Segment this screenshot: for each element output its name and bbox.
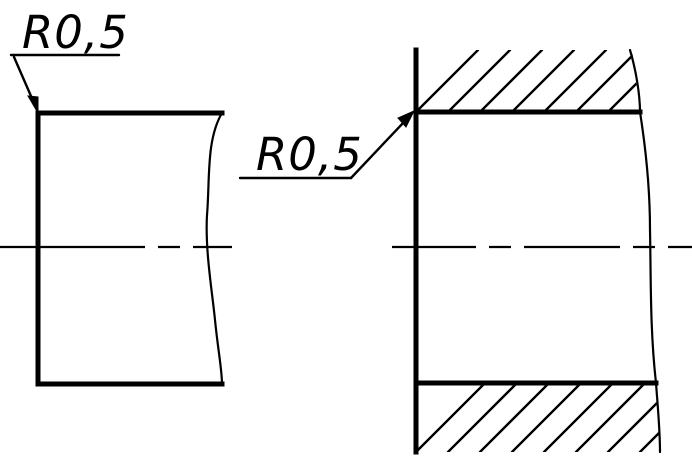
- right-radius-label: R0,5: [256, 128, 363, 181]
- left-radius-label: R0,5: [22, 6, 129, 59]
- left-leader-arrowhead: [27, 95, 39, 115]
- right-part-break-line: [628, 48, 662, 454]
- right-radius-callout: R0,5: [238, 109, 416, 181]
- right-leader-line: [349, 120, 406, 180]
- right-leader-arrowhead: [397, 109, 416, 128]
- right-part-hatch-bottom: [416, 383, 660, 452]
- left-part-outline: [35, 110, 225, 387]
- left-radius-callout: R0,5: [9, 6, 129, 115]
- left-part: [35, 110, 225, 387]
- left-part-break-line: [205, 111, 224, 386]
- right-part: [413, 47, 662, 455]
- left-leader-line: [12, 55, 36, 105]
